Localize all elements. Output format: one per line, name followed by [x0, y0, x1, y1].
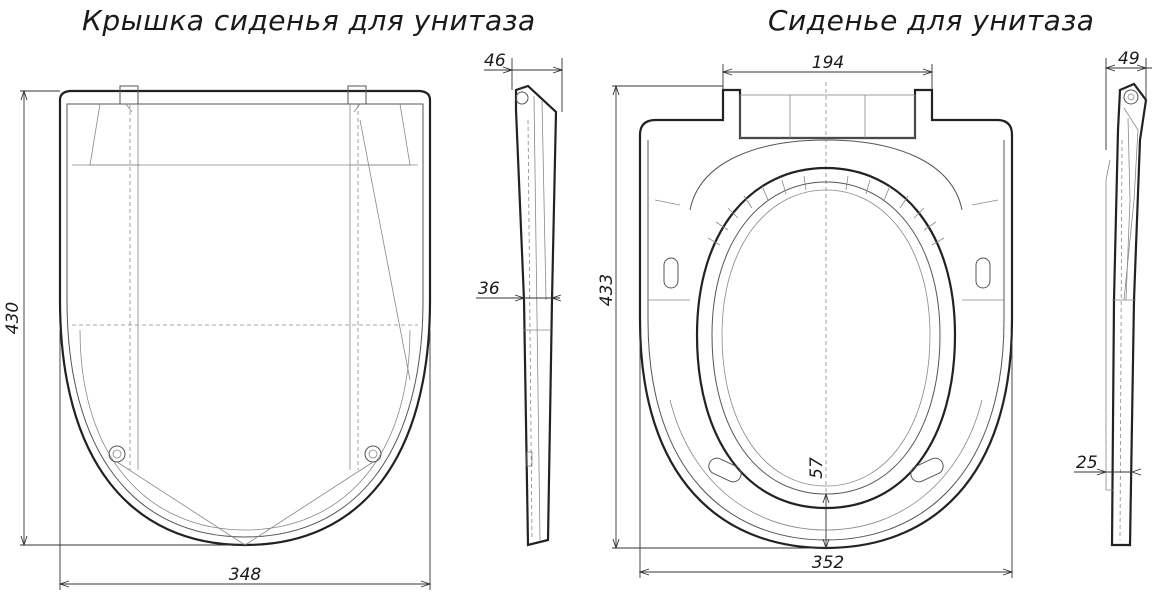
lid-side-dimensions: 46 36 [476, 51, 564, 302]
seat-width-label: 352 [812, 553, 844, 573]
seat-side-view [1105, 82, 1148, 547]
seat-thickness-label: 25 [1076, 453, 1098, 473]
lid-width-label: 348 [229, 565, 262, 585]
lid-depth-label: 46 [484, 51, 506, 71]
seat-height-label: 433 [597, 274, 617, 306]
seat-dimensions: 194 433 352 57 [597, 53, 1014, 578]
seat-front-view [638, 82, 1014, 550]
seat-side-dimensions: 49 25 [1074, 49, 1152, 476]
lid-title: Крышка сиденья для унитаза [82, 4, 536, 37]
lid-front-view [58, 85, 432, 547]
lid-dimensions: 430 348 [3, 89, 432, 590]
seat-depth-label: 49 [1118, 49, 1140, 69]
lid-height-label: 430 [3, 302, 23, 334]
seat-title: Сиденье для унитаза [768, 4, 1095, 37]
seat-opening-offset-label: 57 [807, 457, 827, 479]
seat-hinge-width-label: 194 [812, 53, 844, 73]
lid-side-view [514, 84, 558, 547]
lid-thickness-label: 36 [478, 279, 500, 299]
